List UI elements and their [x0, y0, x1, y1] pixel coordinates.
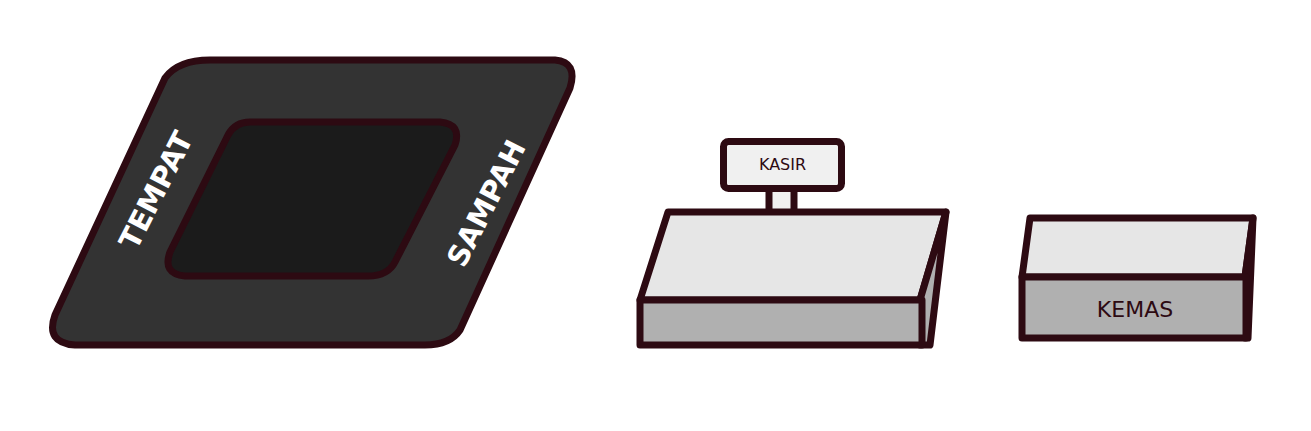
trash-area: TEMPATSAMPAH: [40, 50, 585, 355]
sign-board: [724, 142, 842, 189]
counter-front: [640, 300, 922, 345]
trash-outline: [53, 60, 573, 345]
node-label: KASIR: [759, 157, 806, 173]
packing-box: KEMAS: [1015, 212, 1260, 344]
node-label: KEMAS: [1097, 299, 1173, 321]
counter-top: [640, 212, 946, 300]
box-top: [1022, 218, 1253, 277]
cashier-sign: KASIR: [720, 138, 845, 192]
box-front: [1022, 277, 1246, 338]
packing-box-shape: [1015, 212, 1260, 344]
trash-hole: [168, 122, 457, 276]
